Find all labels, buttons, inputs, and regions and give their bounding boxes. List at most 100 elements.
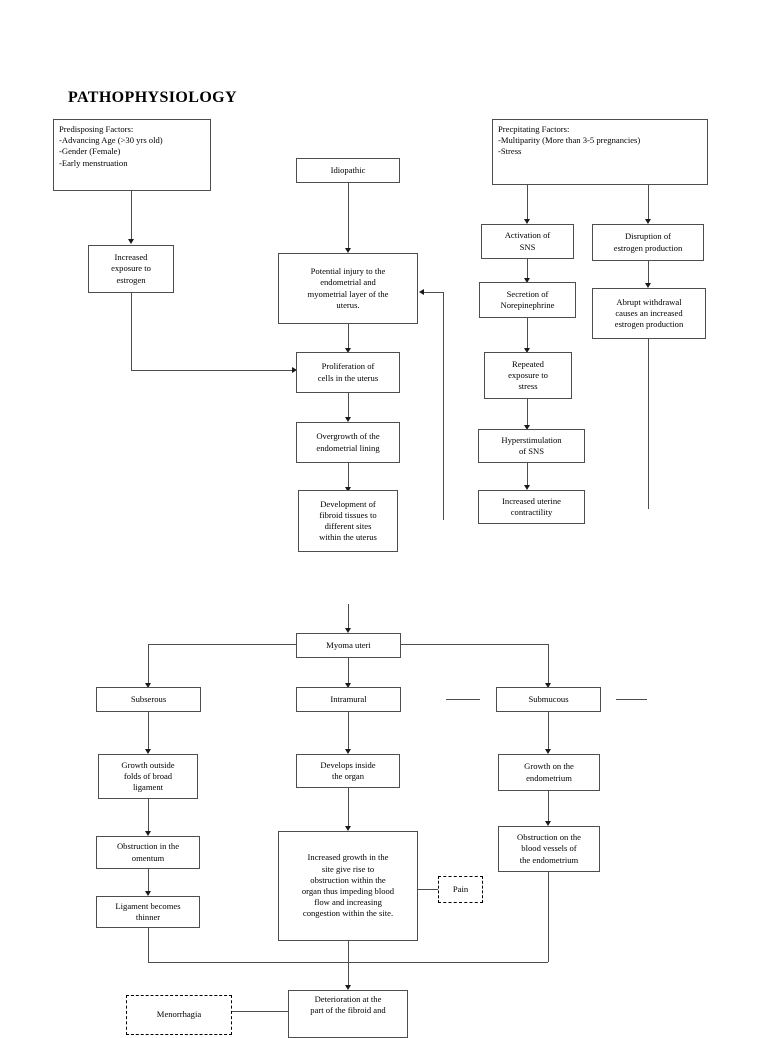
arrowhead-down — [524, 278, 530, 283]
node-menorrhagia: Menorrhagia — [126, 995, 232, 1035]
node-label: Submucous — [528, 693, 569, 704]
arrowhead-right — [292, 367, 297, 373]
node-label: Develops inside the organ — [320, 759, 376, 781]
node-label: Obstruction in the omentum — [116, 841, 180, 863]
arrowhead-down — [524, 425, 530, 430]
node-label: Proliferation of cells in the uterus — [317, 361, 379, 383]
arrowhead-down — [345, 826, 351, 831]
node-submucous: Submucous — [496, 687, 601, 712]
node-potential-injury: Potential injury to the endometrial and … — [278, 253, 418, 324]
connector-branch-left-down — [148, 644, 149, 686]
node-increased-growth: Increased growth in the site give rise t… — [278, 831, 418, 941]
node-activation-sns: Activation of SNS — [481, 224, 574, 259]
arrowhead-down — [345, 417, 351, 422]
node-repeated-exposure: Repeated exposure to stress — [484, 352, 572, 399]
node-label: Deterioration at the part of the fibroid… — [310, 994, 386, 1016]
arrowhead-down — [345, 985, 351, 990]
connector-predisposing-to-exposure — [131, 191, 132, 240]
connector-right-down-to-merge — [548, 872, 549, 962]
node-abrupt-withdrawal: Abrupt withdrawal causes an increased es… — [592, 288, 706, 339]
node-label: Secretion of Norepinephrine — [500, 288, 555, 310]
arrowhead-down — [345, 749, 351, 754]
node-label: Myoma uteri — [326, 639, 371, 650]
arrowhead-down — [145, 683, 151, 688]
connector-abrupt-tail — [648, 339, 649, 509]
node-label: Abrupt withdrawal causes an increased es… — [614, 296, 684, 330]
node-label: Overgrowth of the endometrial lining — [316, 431, 380, 453]
connector-precipitating-to-sns — [527, 185, 528, 221]
connector-myoma-branch-right — [401, 644, 548, 645]
arrowhead-down — [545, 683, 551, 688]
arrowhead-down — [645, 283, 651, 288]
node-obstruction-blood-vessels: Obstruction on the blood vessels of the … — [498, 826, 600, 872]
node-label: Growth outside folds of broad ligament — [121, 759, 175, 793]
node-increased-uterine-contractility: Increased uterine contractility — [478, 490, 585, 524]
arrowhead-down — [524, 219, 530, 224]
connector-repeated-to-hyper — [527, 399, 528, 428]
arrowhead-down — [145, 831, 151, 836]
arrowhead-down — [345, 348, 351, 353]
node-myoma-uteri: Myoma uteri — [296, 633, 401, 658]
node-obstruction-omentum: Obstruction in the omentum — [96, 836, 200, 869]
node-label: Repeated exposure to stress — [508, 358, 548, 392]
connector-norepinephrine-to-repeated — [527, 318, 528, 351]
connector-proliferation-to-overgrowth — [348, 393, 349, 420]
node-develops-inside: Develops inside the organ — [296, 754, 400, 788]
connector-myoma-branch-left — [148, 644, 296, 645]
page-title: PATHOPHYSIOLOGY — [68, 89, 237, 106]
connector-precipitating-to-disruption — [648, 185, 649, 221]
arrowhead-down — [128, 239, 134, 244]
arrowhead-down — [145, 891, 151, 896]
node-growth-endometrium: Growth on the endometrium — [498, 754, 600, 791]
connector-injury-to-proliferation — [348, 324, 349, 351]
node-development-fibroid: Development of fibroid tissues to differ… — [298, 490, 398, 552]
connector-ligament-down — [148, 928, 149, 962]
node-intramural: Intramural — [296, 687, 401, 712]
connector-overgrowth-to-development — [348, 463, 349, 490]
connector-feedback-vertical — [443, 292, 444, 520]
node-proliferation: Proliferation of cells in the uterus — [296, 352, 400, 393]
node-label: Hyperstimulation of SNS — [501, 434, 562, 456]
arrowhead-down — [345, 487, 351, 492]
connector-growth-outside-down — [148, 799, 149, 834]
node-precipitating-factors: Precpitating Factors: -Multiparity (More… — [492, 119, 708, 185]
node-ligament-thinner: Ligament becomes thinner — [96, 896, 200, 928]
arrowhead-down — [545, 821, 551, 826]
node-deterioration: Deterioration at the part of the fibroid… — [288, 990, 408, 1038]
connector-branch-right-down — [548, 644, 549, 686]
node-label: Obstruction on the blood vessels of the … — [517, 832, 581, 865]
node-label: Precpitating Factors: -Multiparity (More… — [498, 124, 641, 157]
connector-menorrhagia-to-deterioration — [232, 1011, 298, 1012]
arrowhead-down — [345, 628, 351, 633]
arrowhead-down — [545, 749, 551, 754]
connector-branch-mid-down — [348, 658, 349, 686]
arrowhead-down — [645, 219, 651, 224]
connector-intramural-down — [348, 712, 349, 752]
node-idiopathic: Idiopathic — [296, 158, 400, 183]
node-label: Intramural — [330, 693, 367, 704]
node-label: Idiopathic — [330, 164, 366, 175]
node-overgrowth: Overgrowth of the endometrial lining — [296, 422, 400, 463]
connector-merge-mid-down — [348, 941, 349, 988]
connector-feedback-horizontal — [424, 292, 444, 293]
connector-develops-inside-down — [348, 788, 349, 829]
arrowhead-down — [345, 683, 351, 688]
node-label: Predisposing Factors: -Advancing Age (>3… — [59, 124, 163, 168]
connector-omentum-down — [148, 869, 149, 894]
connector-idiopathic-to-injury — [348, 183, 349, 250]
arrowhead-down — [524, 485, 530, 490]
node-predisposing-factors: Predisposing Factors: -Advancing Age (>3… — [53, 119, 211, 191]
node-hyperstimulation-sns: Hyperstimulation of SNS — [478, 429, 585, 463]
node-label: Growth on the endometrium — [524, 761, 574, 783]
node-subserous: Subserous — [96, 687, 201, 712]
arrowhead-down — [345, 248, 351, 253]
arrowhead-down — [524, 348, 530, 353]
connector-submucous-stub-right — [616, 699, 647, 700]
connector-into-myoma — [348, 604, 349, 631]
connector-exposure-right — [131, 370, 294, 371]
node-increased-exposure-estrogen: Increased exposure to estrogen — [88, 245, 174, 293]
node-label: Increased exposure to estrogen — [111, 252, 151, 285]
connector-submucous-down — [548, 712, 549, 752]
connector-sns-to-norepinephrine — [527, 259, 528, 281]
